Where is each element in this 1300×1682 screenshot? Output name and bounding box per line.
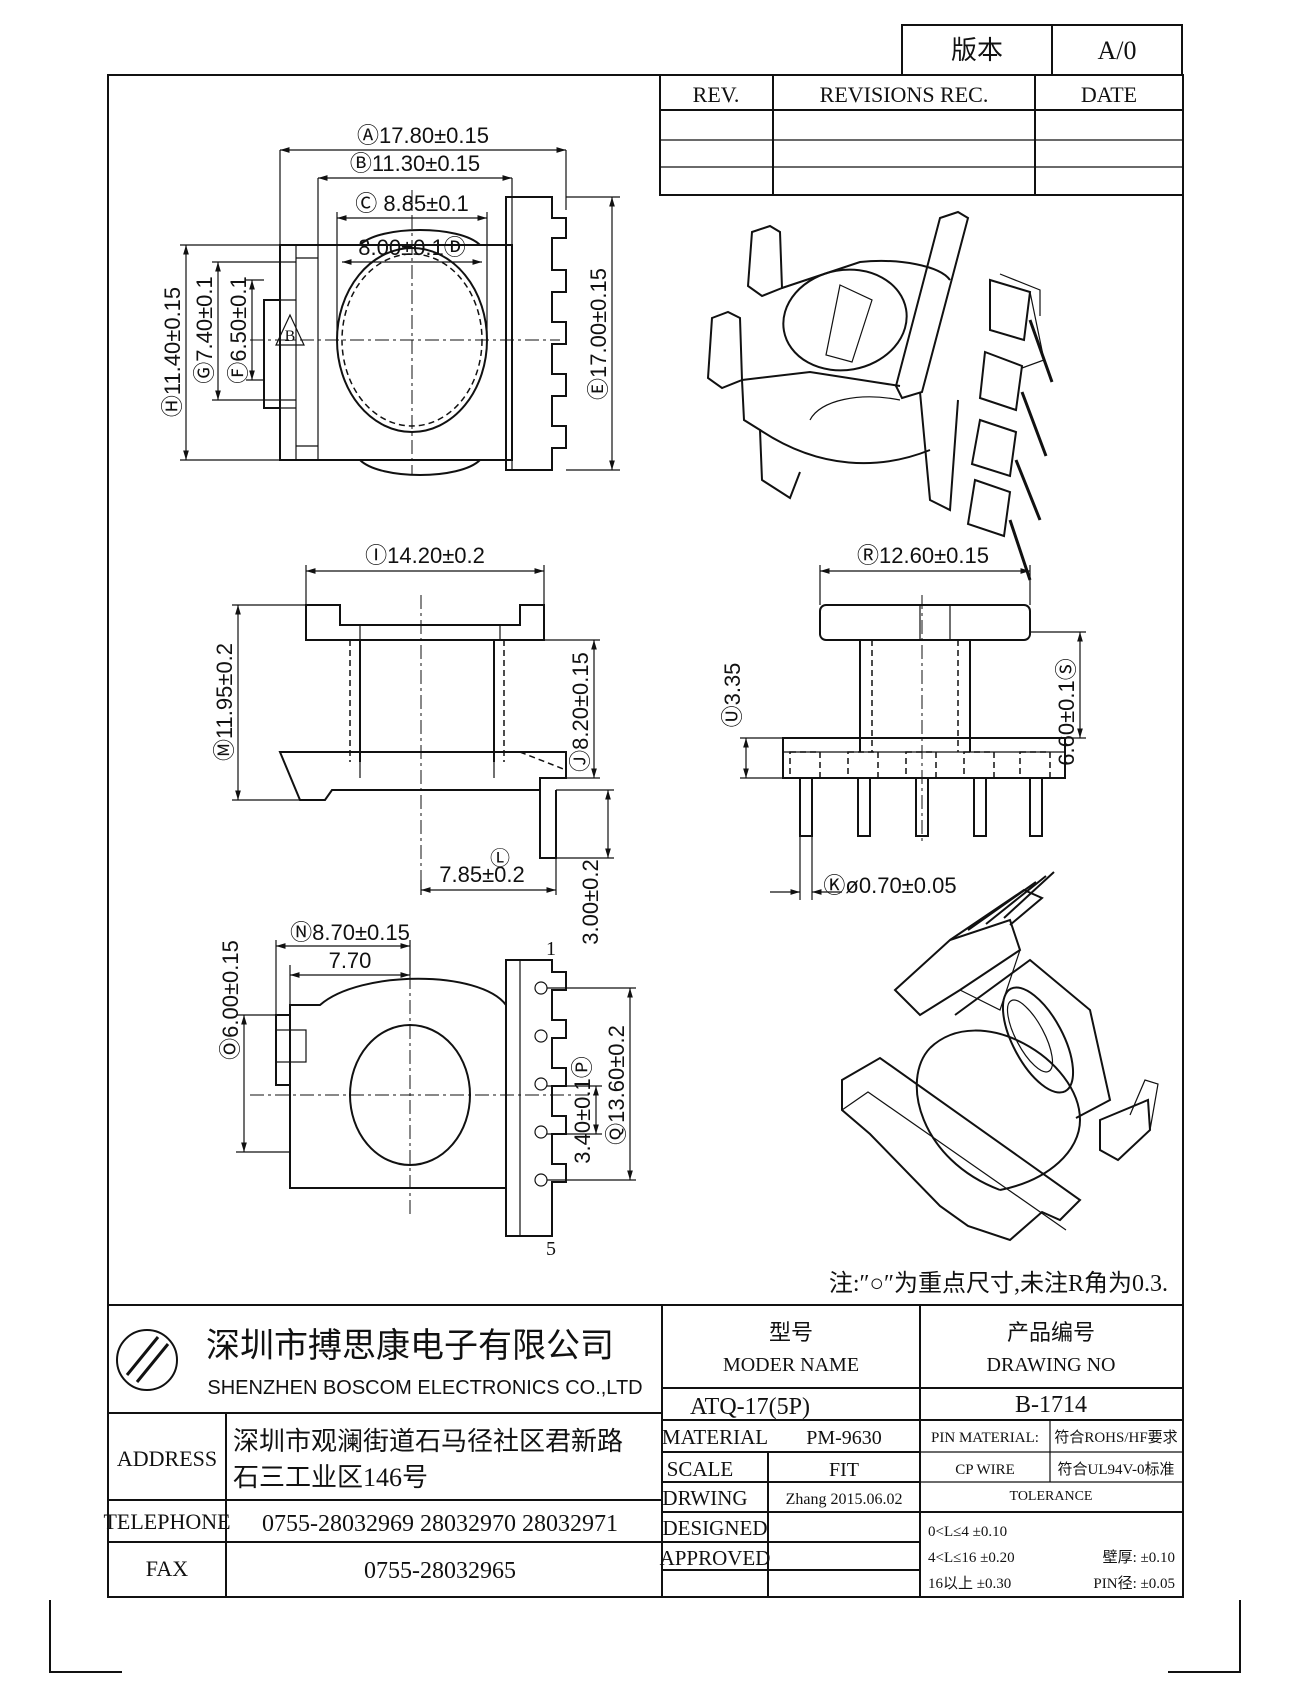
tolerance-title: TOLERANCE (1010, 1489, 1093, 1504)
pin-first-label: 1 (546, 938, 556, 960)
dim-b: Ⓑ11.30±0.15 (350, 151, 480, 176)
dim-a: Ⓐ17.80±0.15 (357, 123, 489, 148)
drawing-value: B-1714 (1015, 1392, 1087, 1418)
company-name-en: SHENZHEN BOSCOM ELECTRONICS CO.,LTD (207, 1377, 642, 1399)
dim-p: 3.40±0.1Ⓟ (570, 1056, 595, 1163)
dim-i: Ⓘ14.20±0.2 (365, 543, 485, 568)
drawing-label-en: DRAWING NO (987, 1354, 1116, 1376)
top-view: B Ⓐ17.80±0.15 Ⓑ11.30±0.15 Ⓒ 8.85±0.1 8.0… (160, 123, 620, 476)
dim-f: Ⓕ6.50±0.1 (226, 276, 251, 383)
dim-h: Ⓗ11.40±0.15 (160, 287, 185, 417)
drawing-label-cn: 产品编号 (1007, 1320, 1095, 1345)
tolerance-row-2: 4<L≤16 ±0.20 (928, 1550, 1015, 1566)
model-label-en: MODER NAME (723, 1354, 859, 1376)
pin-last-label: 5 (546, 1238, 556, 1260)
dim-7-70: 7.70 (329, 948, 372, 973)
model-value: ATQ-17(5P) (690, 1394, 810, 1420)
dim-l-label: Ⓛ (490, 847, 510, 870)
tolerance-row-3: 16以上 ±0.30 (928, 1575, 1011, 1592)
dim-pin-length: 3.00±0.2 (578, 859, 603, 944)
tolerance-row-1: 0<L≤4 ±0.10 (928, 1524, 1007, 1540)
drawing-frame (107, 74, 1184, 1598)
dim-c: Ⓒ 8.85±0.1 (355, 191, 469, 216)
telephone-label: TELEPHONE (103, 1509, 230, 1534)
dim-q: Ⓠ13.60±0.2 (604, 1025, 629, 1145)
isometric-view-bottom (841, 871, 1159, 1242)
dim-o: Ⓞ6.00±0.15 (218, 940, 243, 1060)
rev-header: REV. (693, 82, 740, 107)
drwing-label: DRWING (662, 1486, 747, 1510)
version-box: 版本 A/0 (901, 24, 1183, 76)
triangle-mark: B (285, 328, 296, 345)
dim-d: 8.00±0.1Ⓓ (358, 235, 465, 260)
scale-value: FIT (829, 1459, 859, 1481)
title-block: 深圳市搏思康电子有限公司 SHENZHEN BOSCOM ELECTRONICS… (103, 1304, 1183, 1597)
dim-k: Ⓚø0.70±0.05 (823, 873, 956, 898)
corner-mark-left (49, 1600, 122, 1673)
address-line1: 深圳市观澜街道石马径社区君新路 (233, 1427, 623, 1456)
version-value: A/0 (1098, 36, 1137, 65)
dim-l: 7.85±0.2 (439, 862, 524, 887)
dim-s: 6.60±0.1Ⓢ (1054, 658, 1079, 765)
date-header: DATE (1081, 82, 1137, 107)
cp-wire-label: CP WIRE (955, 1462, 1015, 1478)
scale-label: SCALE (667, 1457, 734, 1481)
model-label-cn: 型号 (769, 1320, 813, 1345)
ul-value: 符合UL94V-0标准 (1058, 1461, 1175, 1478)
pin-diameter-tol: PIN径: ±0.05 (1093, 1575, 1175, 1592)
wall-thickness: 壁厚: ±0.10 (1103, 1549, 1175, 1566)
pin-material-label: PIN MATERIAL: (931, 1430, 1039, 1446)
material-label: MATERIAL (662, 1425, 768, 1449)
revision-table: REV. REVISIONS REC. DATE (659, 74, 1184, 196)
dim-u: Ⓤ3.35 (720, 663, 745, 728)
drawing-note: 注:″○″为重点尺寸,未注R角为0.3. (829, 1270, 1168, 1297)
drwing-value: Zhang 2015.06.02 (786, 1491, 903, 1508)
front-view: Ⓘ14.20±0.2 Ⓜ11.95±0.2 Ⓙ8.20±0.15 Ⓛ 7.85±… (212, 543, 614, 945)
company-logo (116, 1329, 178, 1391)
designed-label: DESIGNED (663, 1516, 768, 1540)
approved-label: APPROVED (660, 1546, 771, 1570)
dim-g: Ⓖ7.40±0.1 (192, 276, 217, 383)
revisions-header: REVISIONS REC. (820, 82, 989, 107)
dim-m: Ⓜ11.95±0.2 (212, 643, 237, 761)
company-name-cn: 深圳市搏思康电子有限公司 (206, 1327, 614, 1365)
isometric-view-top (706, 210, 1054, 581)
telephone-value: 0755-28032969 28032970 28032971 (262, 1511, 618, 1537)
fax-label: FAX (146, 1556, 188, 1581)
dim-n: Ⓝ8.70±0.15 (290, 920, 410, 945)
address-label: ADDRESS (117, 1446, 217, 1471)
bottom-view: 1 5 Ⓝ8.70±0.15 7.70 Ⓞ6.00±0.15 3.40±0.1Ⓟ… (218, 920, 636, 1260)
dim-j: Ⓙ8.20±0.15 (568, 652, 593, 772)
rohs-value: 符合ROHS/HF要求 (1054, 1429, 1177, 1446)
dim-r: Ⓡ12.60±0.15 (857, 543, 989, 568)
version-label: 版本 (951, 36, 1003, 65)
fax-value: 0755-28032965 (364, 1558, 516, 1584)
material-value: PM-9630 (806, 1427, 882, 1449)
dim-e: Ⓔ17.00±0.15 (586, 268, 611, 400)
address-line2: 石三工业区146号 (233, 1463, 428, 1492)
side-view: Ⓡ12.60±0.15 6.60±0.1Ⓢ Ⓤ3.35 Ⓚø0.70±0.05 (720, 543, 1086, 900)
corner-mark-right (1168, 1600, 1241, 1673)
